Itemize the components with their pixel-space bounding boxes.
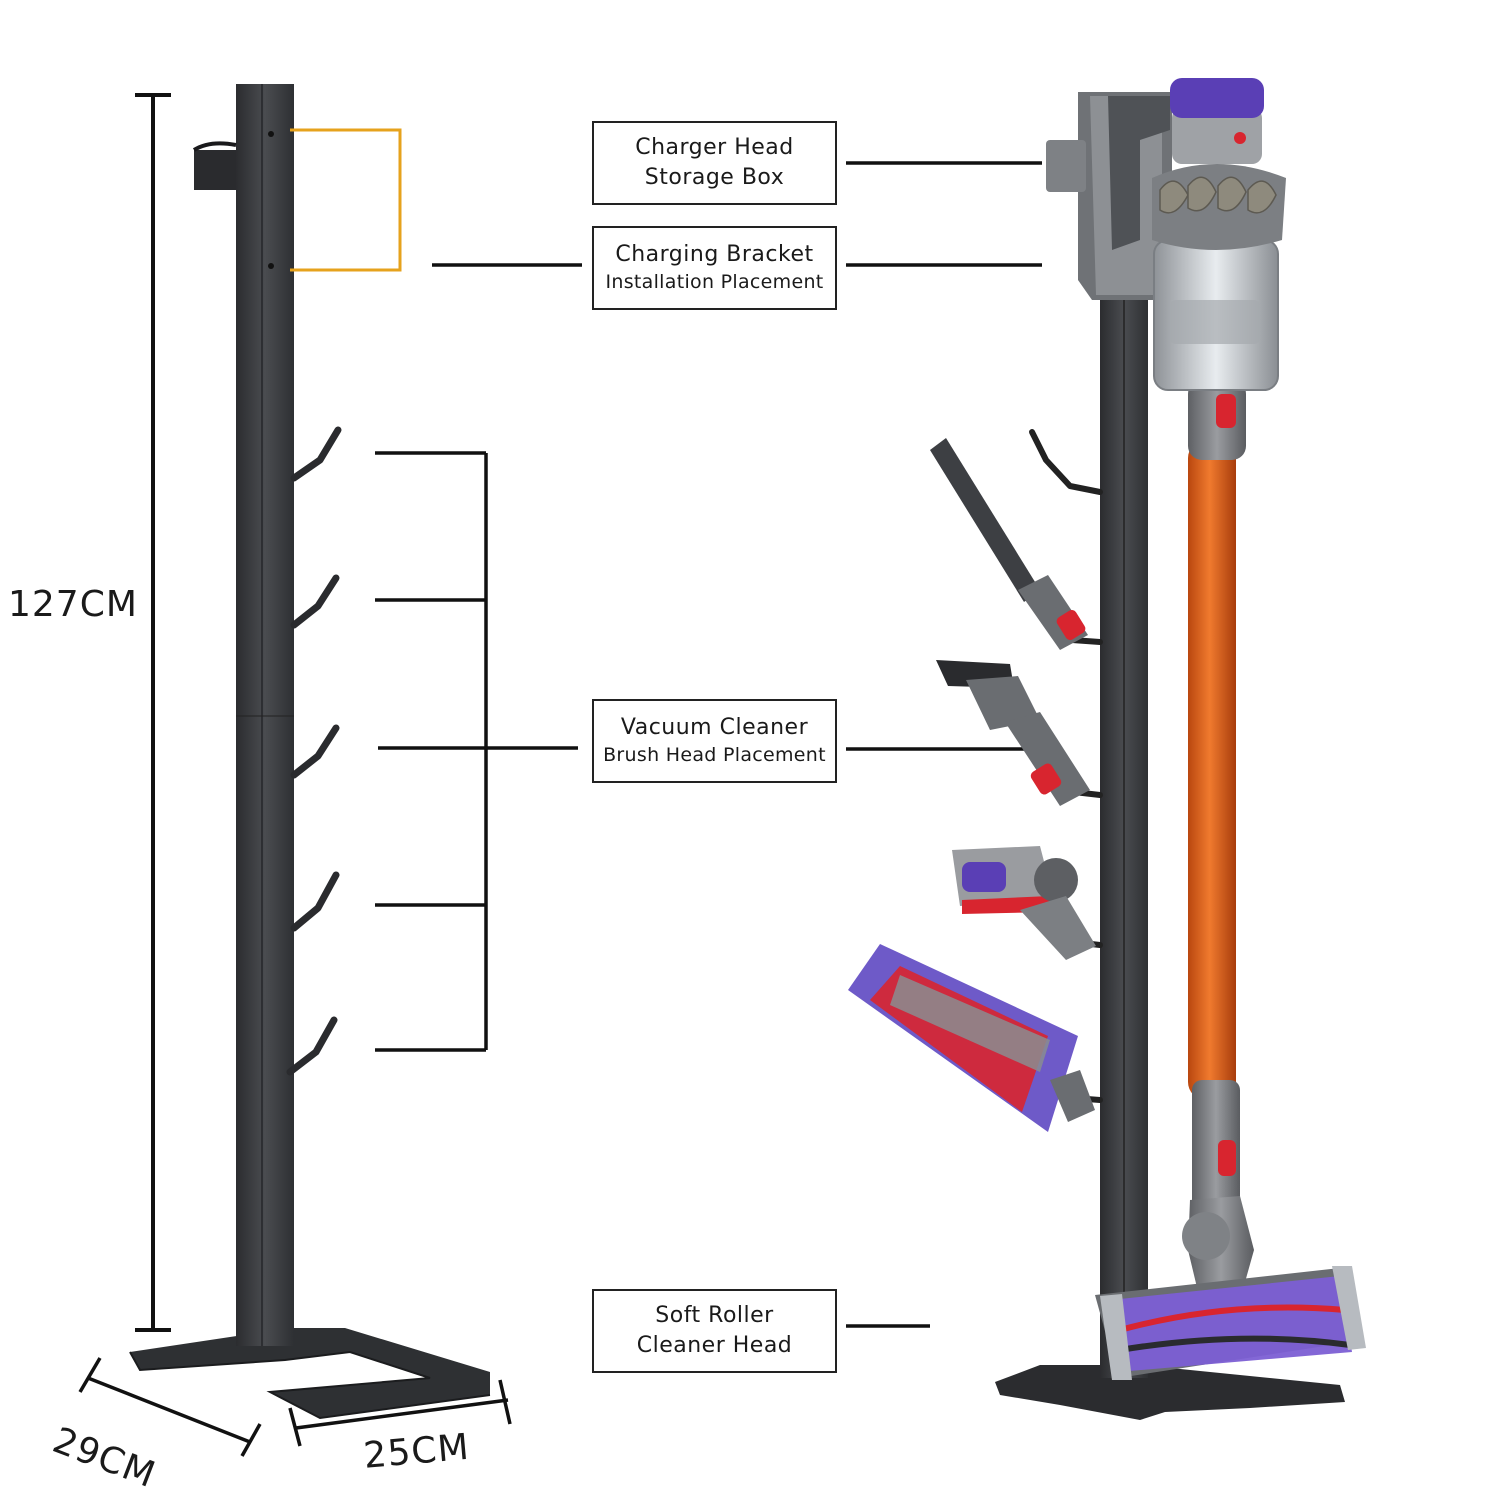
bracket-highlight xyxy=(290,128,402,272)
brush-placement-brace xyxy=(375,451,578,1052)
combination-brush-tool xyxy=(936,660,1090,806)
charging-bracket-label: Charging Bracket Installation Placement xyxy=(592,226,837,310)
vacuum-main-body xyxy=(1108,78,1286,391)
height-dimension-line xyxy=(135,93,171,1332)
charger-head-storage-box-label: Charger Head Storage Box xyxy=(592,121,837,205)
hung-soft-roller xyxy=(848,944,1095,1132)
bare-stand xyxy=(129,84,491,1420)
leader-lines xyxy=(432,161,1042,1328)
mini-motorised-tool xyxy=(952,846,1096,960)
width-dimension-line xyxy=(288,1379,512,1447)
stand-with-vacuum xyxy=(848,78,1366,1420)
soft-roller-floor-head xyxy=(1095,1266,1366,1380)
brush-head-placement-label: Vacuum Cleaner Brush Head Placement xyxy=(592,699,837,783)
depth-dimension-line xyxy=(78,1357,262,1457)
soft-roller-cleaner-head-label: Soft Roller Cleaner Head xyxy=(592,1289,837,1373)
height-dimension-label: 127CM xyxy=(8,584,138,625)
crevice-tool xyxy=(930,438,1088,650)
